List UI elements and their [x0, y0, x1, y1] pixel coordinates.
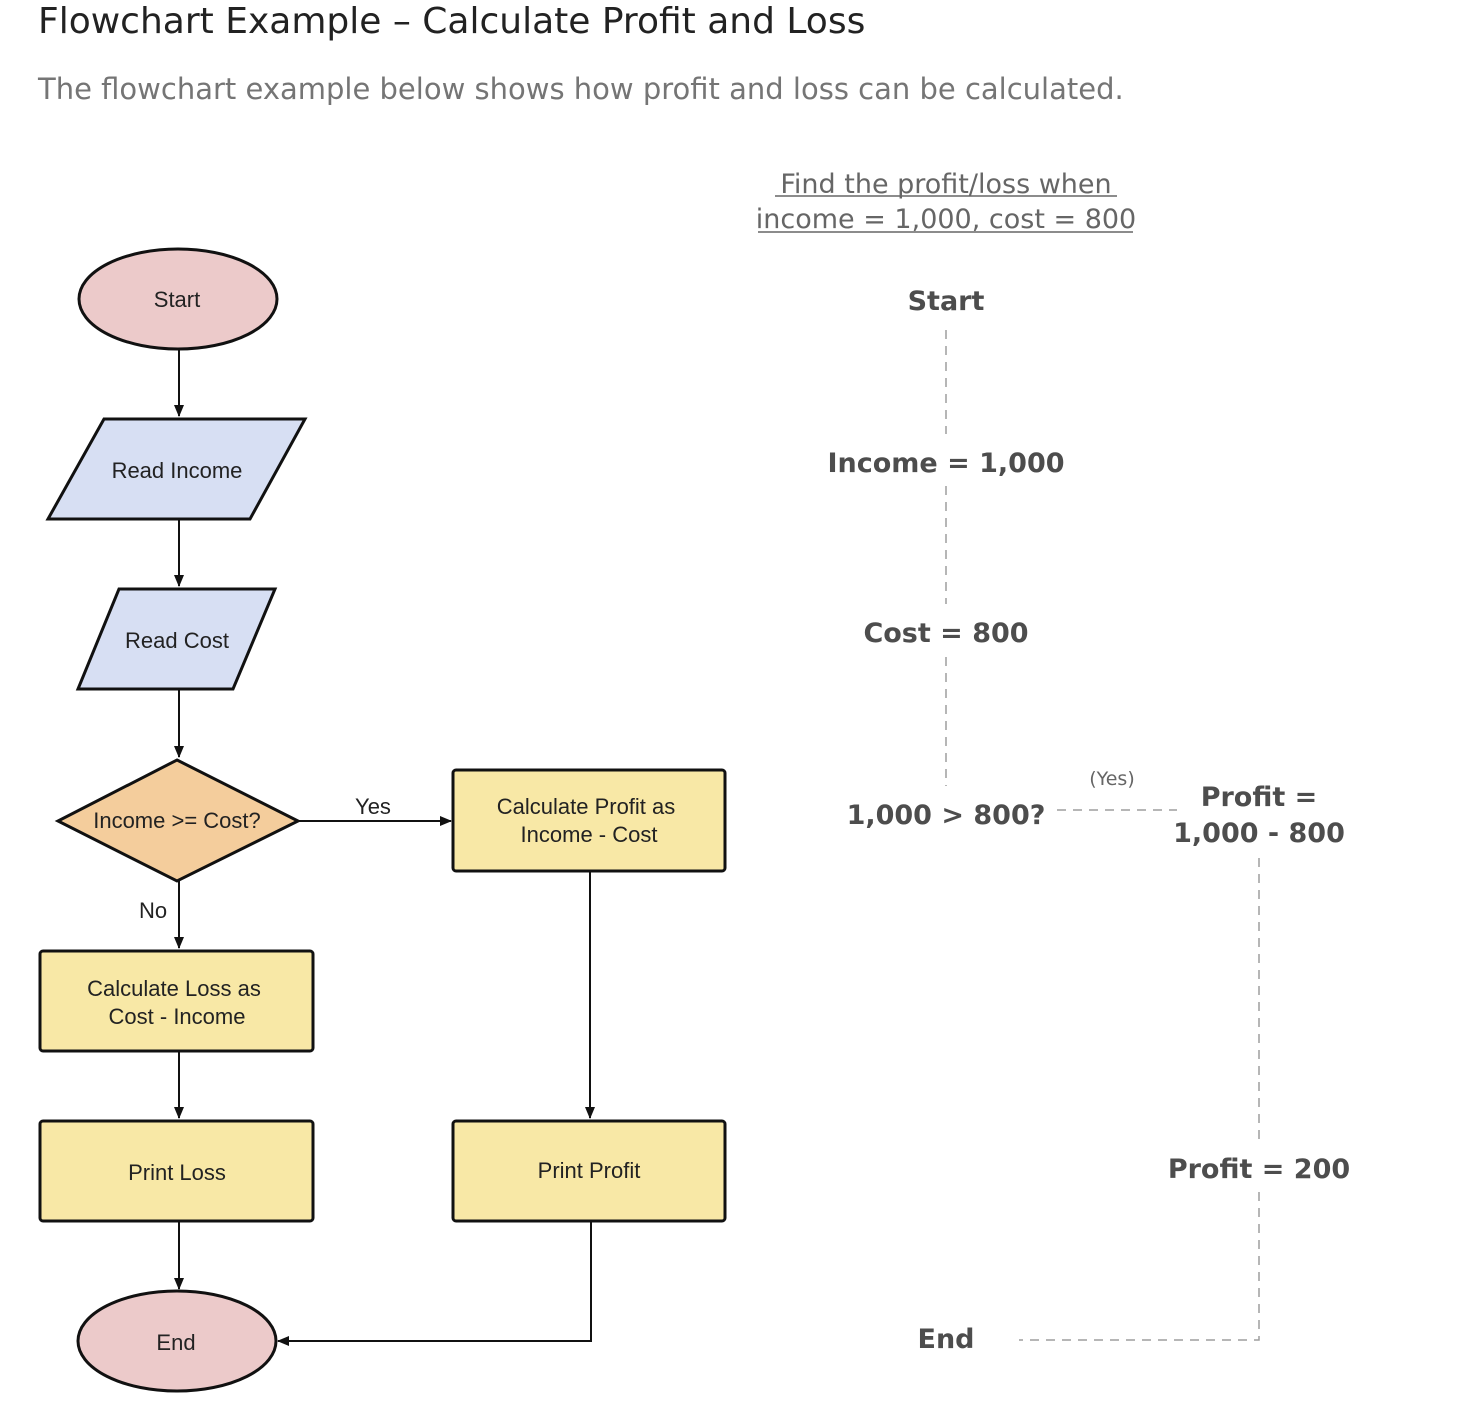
- node-calc-loss: Calculate Loss as Cost - Income: [38, 949, 315, 1053]
- end-label: End: [156, 1330, 195, 1355]
- page-subtitle: The flowchart example below shows how pr…: [38, 72, 1124, 106]
- trace-cost: Cost = 800: [863, 618, 1028, 649]
- page-title: Flowchart Example – Calculate Profit and…: [38, 1, 866, 42]
- flowchart-connectors: [174, 350, 595, 1346]
- yes-edge-label: Yes: [355, 794, 391, 819]
- calc-profit-label-line-2: Income - Cost: [521, 822, 658, 847]
- print-profit-label: Print Profit: [538, 1158, 641, 1183]
- calc-loss-process-shape: [38, 949, 315, 1053]
- node-end: End: [76, 1289, 278, 1393]
- trace-income: Income = 1,000: [827, 448, 1064, 479]
- calc-profit-process-shape: [451, 768, 727, 873]
- trace-connectors: [945, 330, 1260, 1341]
- start-terminal-shape: [77, 247, 279, 351]
- start-label: Start: [154, 287, 200, 312]
- node-print-loss: Print Loss: [38, 1119, 315, 1223]
- trace-start: Start: [908, 286, 985, 317]
- trace-end: End: [918, 1324, 975, 1355]
- trace-profit-formula-line-2: 1,000 - 800: [1173, 818, 1345, 849]
- decision-diamond-shape: [54, 758, 302, 883]
- trace-heading-line-1: Find the profit/loss when: [780, 169, 1111, 200]
- end-terminal-shape: [76, 1289, 278, 1393]
- print-loss-process-shape: [38, 1119, 315, 1223]
- node-calc-profit: Calculate Profit as Income - Cost: [451, 768, 727, 873]
- read-cost-io-shape: [75, 587, 278, 691]
- no-edge-label: No: [139, 898, 167, 923]
- node-read-income: Read Income: [45, 417, 308, 521]
- node-decision: Income >= Cost?: [54, 758, 302, 883]
- trace-profit-result: Profit = 200: [1168, 1154, 1350, 1185]
- trace-dash-result-end: [1019, 1192, 1260, 1341]
- trace-profit-formula-line-1: Profit =: [1201, 782, 1318, 813]
- calc-loss-label-line-1: Calculate Loss as: [87, 976, 261, 1001]
- node-print-profit: Print Profit: [451, 1119, 727, 1223]
- print-profit-process-shape: [451, 1119, 727, 1223]
- trace-heading-line-2: income = 1,000, cost = 800: [756, 204, 1136, 235]
- node-read-cost: Read Cost: [75, 587, 278, 691]
- trace-yes-label: (Yes): [1089, 768, 1135, 790]
- read-cost-label: Read Cost: [125, 628, 229, 653]
- decision-label: Income >= Cost?: [93, 808, 261, 833]
- read-income-io-shape: [45, 417, 308, 521]
- calc-profit-label-line-1: Calculate Profit as: [497, 794, 676, 819]
- print-loss-label: Print Loss: [128, 1160, 226, 1185]
- edge-print-profit-to-end: [277, 1222, 592, 1346]
- trace-check: 1,000 > 800?: [847, 800, 1046, 831]
- calc-loss-label-line-2: Cost - Income: [109, 1004, 246, 1029]
- node-start: Start: [77, 247, 279, 351]
- read-income-label: Read Income: [112, 458, 243, 483]
